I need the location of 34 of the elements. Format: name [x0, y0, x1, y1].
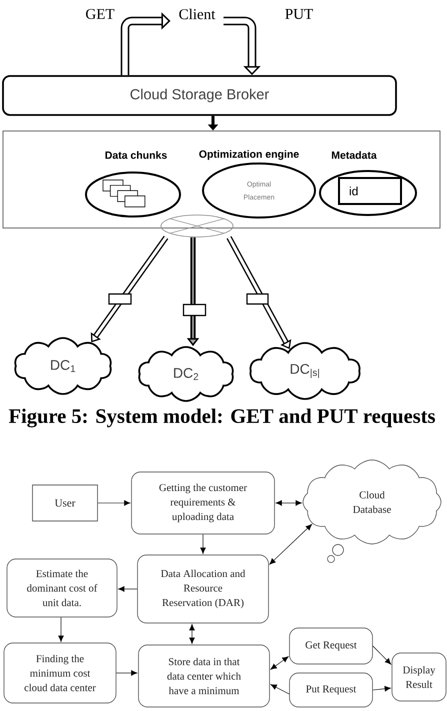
container-box — [2, 130, 440, 228]
arrow — [200, 534, 206, 554]
arrow — [270, 684, 290, 694]
arrow — [269, 524, 312, 565]
caption: Figure 5: System model: GET and PUT requests — [8, 408, 435, 428]
heading: Data chunks — [106, 151, 167, 159]
heading: Optimization engine — [199, 150, 299, 160]
process-box: Finding the minimum cost cloud data center — [4, 642, 116, 704]
arrow — [90, 236, 168, 342]
arrow — [98, 500, 130, 506]
process-box: Data Allocation and Resource Reservation (DAR) — [137, 554, 269, 624]
arrow — [189, 624, 195, 644]
heading: Metadata — [332, 151, 377, 159]
process-box: Estimate the dominant cost of unit data. — [6, 558, 118, 618]
process-box: Display Result — [392, 652, 446, 702]
process-box: Getting the customer requirements & uploading data — [131, 472, 275, 534]
arrow — [372, 646, 392, 665]
arrow — [58, 617, 64, 642]
text-box: id — [338, 177, 402, 205]
arrow — [276, 500, 302, 506]
text-label: Client — [179, 8, 216, 20]
process-box: Put Request — [289, 672, 373, 708]
arrow — [118, 586, 138, 592]
edge-label: GET — [84, 7, 116, 21]
arrow — [372, 686, 391, 692]
process-box: Store data in that data center which have a minimum — [138, 644, 270, 708]
arrow — [270, 656, 289, 670]
process-box: Get Request — [289, 628, 373, 664]
process-box: User — [32, 484, 98, 522]
switch-symbol — [160, 214, 234, 238]
arrow — [116, 670, 138, 676]
edge-label: PUT — [283, 8, 315, 20]
arrow — [120, 12, 170, 76]
process-box: Cloud Storage Broker — [2, 75, 397, 116]
